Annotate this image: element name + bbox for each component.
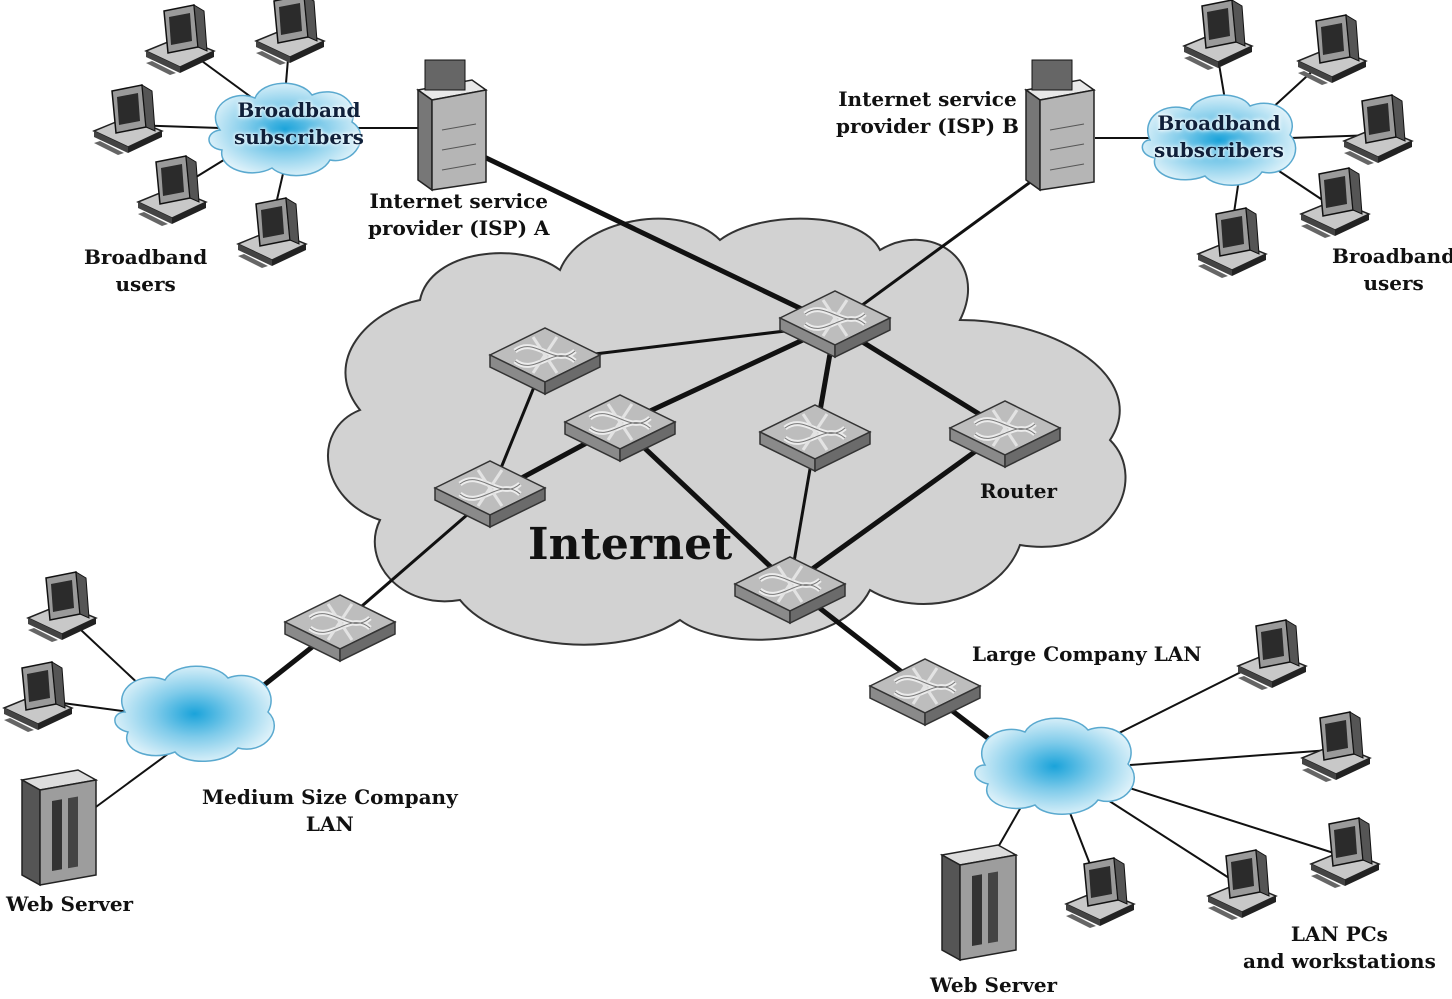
pc-icon [1237,619,1307,691]
pc-icon [1300,167,1370,239]
cloud-icon [114,665,275,763]
lan-pcs-line-1: LAN PCs [1290,922,1388,946]
pc-icon [1207,849,1277,921]
pc-icon [1065,857,1135,929]
isp-a-label: Internet service provider (ISP) A [368,188,550,242]
cloud-icon [1141,94,1297,186]
pc-icon [237,197,307,269]
medium-company-lan-label: Medium Size Company LAN [202,784,458,838]
cloud-icon [974,717,1135,815]
broadband-subscribers-right-line-2: subscribers [1154,138,1284,162]
pc-icon [145,4,215,76]
pc-icon [1343,94,1413,166]
monitor-icon [1031,59,1073,91]
server-icon [1025,79,1095,191]
broadband-users-right-line-1: Broadband [1332,244,1452,268]
router-label: Router [980,479,1058,503]
pc-icon [1183,0,1253,71]
broadband-subscribers-right-label: Broadband subscribers [1154,110,1284,164]
pc-icon [1310,817,1380,889]
isp-b-label: Internet service provider (ISP) B [836,86,1019,140]
cloud-icon [208,82,362,177]
pc-icon [93,84,163,156]
server-icon [21,769,97,886]
web-server-right-label: Web Server [930,973,1058,997]
large-company-lan-label: Large Company LAN [972,642,1202,666]
monitor-icon [424,59,466,91]
internet-title: Internet [528,519,733,570]
pc-icon [1301,711,1371,783]
pc-icon [1297,14,1367,86]
pc-icon [27,571,97,643]
broadband-subscribers-right-line-1: Broadband [1157,111,1281,135]
isp-b-line-1: Internet service [838,87,1017,111]
pc-icon [3,661,73,733]
lan-pcs-label: LAN PCs and workstations [1243,921,1436,975]
pc-icon [137,155,207,227]
server-icon [941,844,1017,961]
broadband-subscribers-left-line-2: subscribers [234,125,364,149]
broadband-users-left-label: Broadband users [84,244,207,298]
medium-company-lan-line-2: LAN [305,812,354,836]
router-icon [285,595,395,661]
isp-b-line-2: provider (ISP) B [836,114,1019,138]
medium-company-lan-line-1: Medium Size Company [202,785,458,809]
internet-cloud [326,217,1127,646]
broadband-subscribers-left-label: Broadband subscribers [234,97,364,151]
isp-a-line-2: provider (ISP) A [368,216,550,240]
broadband-users-right-line-2: users [1363,271,1424,295]
web-server-left-label: Web Server [6,892,134,916]
broadband-users-left-line-2: users [115,272,176,296]
lan-pcs-line-2: and workstations [1243,949,1436,973]
isp-a-line-1: Internet service [369,189,549,213]
server-icon [417,79,487,191]
broadband-users-right-label: Broadband users [1332,243,1452,297]
broadband-subscribers-left-line-1: Broadband [237,98,361,122]
pc-icon [1197,207,1267,279]
pc-icon [255,0,325,66]
router-icon [870,659,980,725]
broadband-users-left-line-1: Broadband [84,245,208,269]
